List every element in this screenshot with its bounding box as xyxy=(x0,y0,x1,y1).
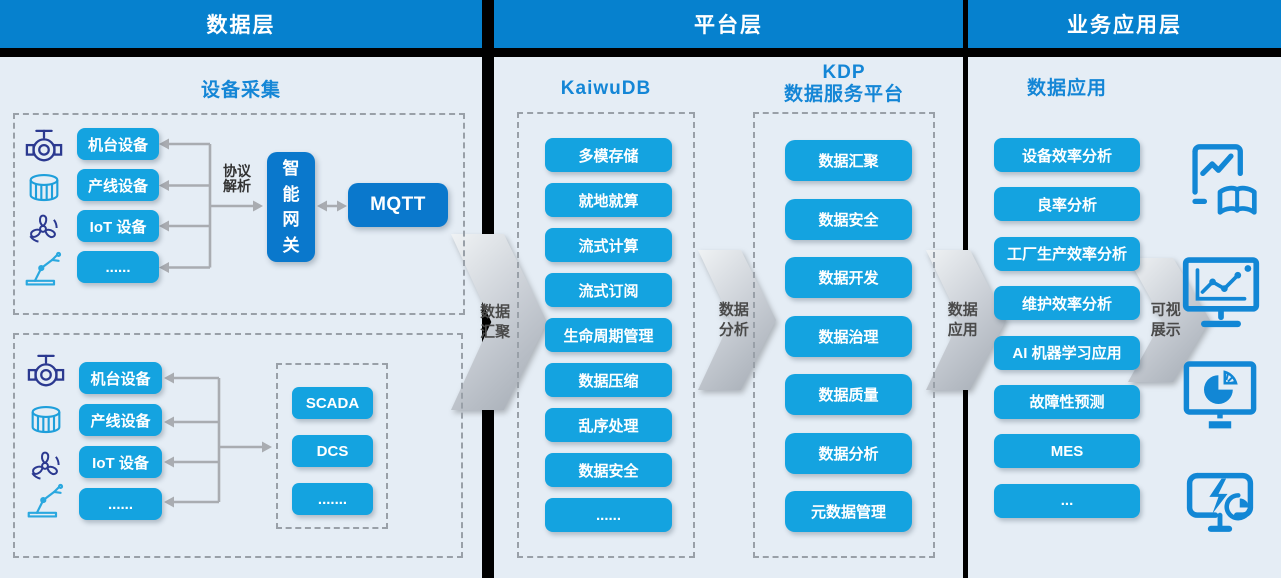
application-layer-body: 数据应用 设备效率分析良率分析工厂生产效率分析维护效率分析 AI 机器学习应用故障… xyxy=(968,57,1281,578)
device-box: 机台设备 xyxy=(79,362,162,394)
device-box: IoT 设备 xyxy=(79,446,162,478)
system-box: SCADA xyxy=(292,387,373,419)
robot-arm-icon xyxy=(24,250,64,288)
fan-icon xyxy=(25,445,65,485)
system-box: DCS xyxy=(292,435,373,467)
monitor-pie-chart-icon xyxy=(1180,356,1260,436)
platform-layer-header: 平台层 xyxy=(494,0,963,48)
fan-icon xyxy=(23,208,63,248)
data-application-title: 数据应用 xyxy=(1026,78,1107,99)
device-box: 机台设备 xyxy=(77,128,159,160)
monitor-energy-gauge-icon xyxy=(1182,467,1258,539)
platform-layer-title: 平台层 xyxy=(694,14,763,37)
protocol-parse-label: 协议 解析 xyxy=(223,163,251,195)
smart-gateway-label: 智能网关 xyxy=(282,159,300,255)
platform-layer-body: KaiwuDB KDP 数据服务平台 多模存储就地就算流式计算流式订阅生命周期管… xyxy=(494,57,963,578)
data-layer-body: 设备采集 xyxy=(0,57,482,578)
kdp-feature-box: 数据治理 xyxy=(785,315,912,357)
data-layer-header: 数据层 xyxy=(0,0,482,48)
panel-platform-layer: 平台层 KaiwuDB KDP 数据服务平台 多模存储就地就算流式计算流式订阅生… xyxy=(494,0,963,578)
flow-arrow-label: 数据 分析 xyxy=(718,301,749,339)
kaiwudb-feature-box: 乱序处理 xyxy=(545,408,672,442)
device-list-bottom: 机台设备产线设备 IoT 设备...... xyxy=(79,362,162,520)
kaiwudb-feature-box: 就地就算 xyxy=(545,183,672,217)
panel-application-layer: 业务应用层 数据应用 设备效率分析良率分析工厂生产效率分析维护效率分析 AI 机器… xyxy=(968,0,1281,578)
kaiwudb-feature-box: ...... xyxy=(545,498,672,532)
device-box: ...... xyxy=(77,251,159,283)
kaiwudb-title: KaiwuDB xyxy=(560,78,652,99)
valve-icon xyxy=(25,127,63,167)
monitor-line-chart-icon xyxy=(1179,251,1263,333)
kaiwudb-feature-box: 数据安全 xyxy=(545,453,672,487)
kaiwudb-feature-box: 生命周期管理 xyxy=(545,318,672,352)
device-box: ...... xyxy=(79,488,162,520)
kaiwudb-feature-box: 流式计算 xyxy=(545,228,672,262)
kdp-feature-box: 数据质量 xyxy=(785,374,912,415)
kdp-feature-box: 数据分析 xyxy=(785,432,912,474)
kdp-feature-box: 数据汇聚 xyxy=(785,140,912,181)
kdp-feature-box: 数据安全 xyxy=(785,198,912,240)
application-box: MES xyxy=(994,434,1140,469)
motor-drum-icon xyxy=(26,172,62,204)
application-box: AI 机器学习应用 xyxy=(994,335,1140,370)
panel-data-layer: 数据层 设备采集 xyxy=(0,0,482,578)
system-list: SCADA DCS....... xyxy=(292,387,373,515)
application-box: 良率分析 xyxy=(994,187,1140,222)
kdp-feature-box: 数据开发 xyxy=(785,257,912,298)
kaiwudb-feature-box: 流式订阅 xyxy=(545,273,672,307)
flow-arrow-data-analyze: 数据 分析 xyxy=(698,250,776,390)
report-trend-book-icon xyxy=(1181,139,1259,217)
kaiwudb-feature-list: 多模存储就地就算流式计算流式订阅生命周期管理数据压缩乱序处理数据安全...... xyxy=(545,138,672,532)
application-box: 故障性预测 xyxy=(994,384,1140,419)
application-box: 工厂生产效率分析 xyxy=(994,236,1140,271)
data-layer-title: 数据层 xyxy=(206,14,276,37)
mqtt-box: MQTT xyxy=(348,183,448,227)
kdp-title: KDP 数据服务平台 xyxy=(783,62,904,106)
valve-icon xyxy=(27,352,65,392)
application-box: 设备效率分析 xyxy=(994,138,1140,172)
application-box: ... xyxy=(994,483,1140,518)
system-box: ....... xyxy=(292,483,373,515)
kaiwudb-feature-box: 数据压缩 xyxy=(545,363,672,397)
application-list: 设备效率分析良率分析工厂生产效率分析维护效率分析 AI 机器学习应用故障性预测 ME… xyxy=(994,138,1140,518)
device-collection-title: 设备采集 xyxy=(200,80,281,101)
application-box: 维护效率分析 xyxy=(994,286,1140,321)
flow-arrow-label: 数据 应用 xyxy=(947,301,978,339)
kdp-feature-list: 数据汇聚数据安全数据开发数据治理数据质量数据分析元数据管理 xyxy=(785,140,912,532)
flow-arrow-label: 可视 展示 xyxy=(1150,301,1181,339)
device-box: 产线设备 xyxy=(77,169,159,201)
kdp-feature-box: 元数据管理 xyxy=(785,491,912,532)
robot-arm-icon xyxy=(26,482,66,520)
application-layer-title: 业务应用层 xyxy=(1067,14,1182,37)
device-list-top: 机台设备产线设备 IoT 设备...... xyxy=(77,128,159,283)
flow-arrow-data-aggregate: 数据 汇聚 xyxy=(451,234,547,410)
flow-arrow-label: 数据 汇聚 xyxy=(480,303,511,341)
application-layer-header: 业务应用层 xyxy=(968,0,1281,48)
motor-drum-icon xyxy=(28,404,64,436)
smart-gateway-box: 智能网关 xyxy=(267,152,315,262)
device-box: 产线设备 xyxy=(79,404,162,436)
device-box: IoT 设备 xyxy=(77,210,159,242)
flow-arrow-data-apply: 数据 应用 xyxy=(926,250,1006,390)
kaiwudb-feature-box: 多模存储 xyxy=(545,138,672,172)
